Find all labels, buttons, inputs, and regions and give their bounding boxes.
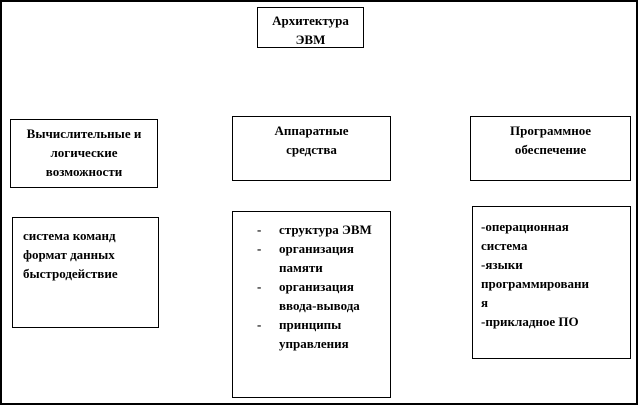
- header-hardware-label: Аппаратные средства: [274, 123, 349, 157]
- details-box-hardware: - структура ЭВМ - организация памяти - о…: [232, 211, 391, 398]
- list-item: - принципы управления: [233, 315, 386, 353]
- list-item-label: структура ЭВМ: [279, 222, 372, 237]
- list-item: - структура ЭВМ: [233, 220, 386, 239]
- header-box-computational: Вычислительные и логические возможности: [10, 119, 158, 188]
- list-item: - организация ввода-вывода: [233, 277, 386, 315]
- root-box-label: Архитектура ЭВМ: [272, 13, 349, 47]
- details-box-software: -операционная система -языки программиро…: [472, 206, 631, 359]
- dash-bullet: -: [257, 317, 262, 332]
- header-box-hardware: Аппаратные средства: [232, 116, 391, 181]
- root-box: Архитектура ЭВМ: [257, 7, 364, 48]
- list-item-label: принципы управления: [279, 317, 349, 351]
- dash-bullet: -: [257, 279, 262, 294]
- header-software-label: Программное обеспечение: [510, 123, 591, 157]
- dash-bullet: -: [257, 222, 262, 237]
- list-item-label: организация ввода-вывода: [279, 279, 360, 313]
- header-computational-label: Вычислительные и логические возможности: [26, 126, 142, 179]
- header-box-software: Программное обеспечение: [470, 116, 631, 181]
- list-item: - организация памяти: [233, 239, 386, 277]
- details-software-text: -операционная система -языки программиро…: [481, 219, 589, 329]
- details-box-computational: система команд формат данных быстродейст…: [12, 217, 159, 328]
- list-item-label: организация памяти: [279, 241, 354, 275]
- dash-bullet: -: [257, 241, 262, 256]
- details-computational-text: система команд формат данных быстродейст…: [23, 228, 118, 281]
- hardware-list: - структура ЭВМ - организация памяти - о…: [233, 220, 386, 353]
